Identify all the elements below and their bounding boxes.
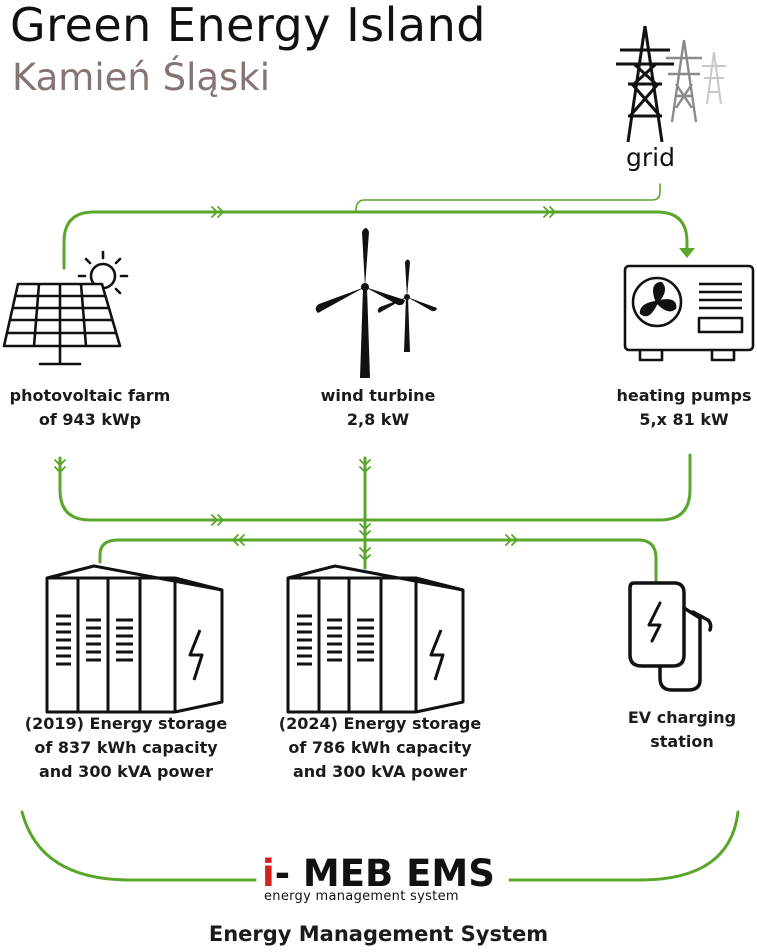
storage-2024-label-line2: of 786 kWh capacity <box>288 738 472 757</box>
ems-logo: i- MEB EMS energy management system <box>262 852 502 904</box>
heating-pumps-label-line1: heating pumps <box>616 386 752 405</box>
wind-turbine-label-line1: wind turbine <box>320 386 436 405</box>
page-title: Green Energy Island <box>10 0 486 52</box>
flow-ems-left <box>20 810 257 882</box>
heating-pumps-label: heating pumps 5,x 81 kW <box>604 384 757 432</box>
pv-farm-label-line2: of 943 kWp <box>38 410 142 429</box>
flow-ems-right <box>508 810 740 882</box>
flow-storage-bus <box>98 538 658 584</box>
chevron-lower-1 <box>211 514 224 526</box>
chevron-store-right <box>505 534 518 546</box>
chevron-store-left <box>232 534 245 546</box>
flow-chevrons <box>54 206 556 561</box>
wind-turbine-icon <box>315 228 437 378</box>
grid-label: grid <box>626 143 675 172</box>
storage-2024-label-line3: and 300 kVA power <box>292 762 468 781</box>
ev-charger-icon <box>628 581 713 692</box>
ev-station-label-line1: EV charging <box>627 708 737 727</box>
storage-2019-label-line3: and 300 kVA power <box>38 762 214 781</box>
flow-pv-to-heating <box>62 210 689 270</box>
ev-station-label-line2: station <box>650 732 714 751</box>
wind-turbine-label: wind turbine 2,8 kW <box>298 384 458 432</box>
chevron-pv-down <box>54 459 66 473</box>
ems-logo-text: - MEB EMS <box>274 852 495 895</box>
page-subtitle: Kamień Śląski <box>12 56 271 99</box>
storage-2019-label: (2019) Energy storage of 837 kWh capacit… <box>14 712 238 784</box>
wind-turbine-label-line2: 2,8 kW <box>346 410 410 429</box>
storage-2019-label-line1: (2019) Energy storage <box>24 714 228 733</box>
storage-2024-label-line1: (2024) Energy storage <box>278 714 482 733</box>
power-pylon-icon <box>616 25 726 143</box>
solar-panel-icon <box>2 250 129 366</box>
ev-station-label: EV charging station <box>602 706 757 754</box>
chevron-top-2 <box>543 206 556 218</box>
ems-logo-mark: i- MEB EMS <box>262 852 502 895</box>
battery-container-icon <box>45 564 224 714</box>
chevron-wind-mid <box>359 523 371 537</box>
chevron-top-1 <box>211 206 224 218</box>
chevron-wind-low <box>359 547 371 561</box>
ems-logo-tagline: energy management system <box>264 889 459 904</box>
arrow-head-heating <box>679 248 695 258</box>
storage-2024-label: (2024) Energy storage of 786 kWh capacit… <box>266 712 494 784</box>
flow-lines <box>20 183 740 882</box>
flow-arrows <box>679 248 695 258</box>
heat-pump-icon <box>623 264 755 362</box>
storage-2019-label-line2: of 837 kWh capacity <box>34 738 218 757</box>
ems-logo-prefix: i <box>262 852 275 895</box>
heating-pumps-label-line2: 5,x 81 kW <box>639 410 729 429</box>
footer-title: Energy Management System <box>208 922 549 946</box>
flow-grid-connector <box>355 183 661 211</box>
pv-farm-label: photovoltaic farm of 943 kWp <box>0 384 180 432</box>
pv-farm-label-line1: photovoltaic farm <box>9 386 171 405</box>
chevron-wind-down <box>359 459 371 473</box>
battery-container-icon-2024 <box>286 564 465 714</box>
flow-lower-bus <box>58 453 692 522</box>
